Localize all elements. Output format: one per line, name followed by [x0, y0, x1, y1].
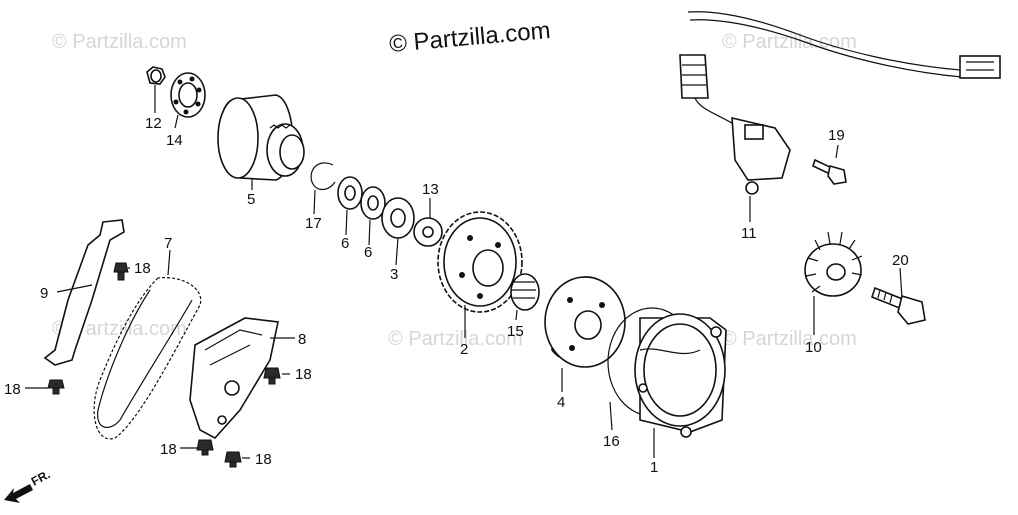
part-18-bolt[interactable] [113, 262, 129, 281]
part-1-stator-cover[interactable] [634, 313, 727, 438]
callout-13: 13 [422, 181, 439, 198]
leader-lines [25, 85, 903, 459]
callout-14: 14 [166, 132, 183, 149]
part-5-starter-clutch[interactable] [217, 94, 305, 181]
part-8-chain-tensioner[interactable] [189, 317, 279, 440]
callout-3: 3 [390, 266, 398, 283]
callout-16: 16 [603, 433, 620, 450]
callout-18b: 18 [295, 366, 312, 383]
part-6-washer[interactable] [360, 186, 386, 220]
callout-18e: 18 [255, 451, 272, 468]
callout-4: 4 [557, 394, 565, 411]
part-7-cam-chain[interactable] [93, 277, 202, 440]
watermark-faint: © Partzilla.com [722, 31, 857, 53]
watermark-faint: © Partzilla.com [52, 318, 187, 340]
part-18-bolt[interactable] [224, 451, 242, 468]
part-20-bolt[interactable] [871, 286, 926, 325]
callout-12: 12 [145, 115, 162, 132]
part-15-needle-bearing[interactable] [510, 273, 540, 311]
callout-8: 8 [298, 331, 306, 348]
callout-7: 7 [164, 235, 172, 252]
callout-19: 19 [828, 127, 845, 144]
watermark-main: © Partzilla.com [388, 17, 551, 58]
callout-2: 2 [460, 341, 468, 358]
callout-17: 17 [305, 215, 322, 232]
callout-5: 5 [247, 191, 255, 208]
callout-9: 9 [40, 285, 48, 302]
part-12-nut[interactable] [146, 66, 166, 85]
watermark-faint: © Partzilla.com [722, 328, 857, 350]
front-arrow-icon [4, 484, 33, 503]
watermark-faint: © Partzilla.com [52, 31, 187, 53]
part-11-pulse-generator[interactable] [679, 11, 1001, 195]
callout-18a: 18 [134, 260, 151, 277]
part-6-washer[interactable] [337, 176, 363, 210]
part-18-bolt[interactable] [47, 379, 65, 395]
part-18-bolt[interactable] [263, 367, 281, 385]
part-3-spacer[interactable] [381, 197, 415, 239]
front-label: FR. [29, 467, 53, 488]
callout-labels: 12 14 5 17 6 6 13 3 7 18 9 8 18 18 18 18… [4, 115, 909, 476]
part-17-snap-ring[interactable] [310, 162, 336, 191]
callout-18c: 18 [4, 381, 21, 398]
part-18-bolt[interactable] [196, 439, 214, 456]
watermark-faint: © Partzilla.com [388, 328, 523, 350]
part-14-bearing[interactable] [170, 72, 206, 118]
part-9-chain-guide[interactable] [43, 219, 125, 366]
callout-15: 15 [507, 323, 524, 340]
part-19-bolt[interactable] [812, 158, 847, 185]
callout-6b: 6 [364, 244, 372, 261]
part-13-washer[interactable] [413, 217, 443, 247]
callout-6a: 6 [341, 235, 349, 252]
callout-1: 1 [650, 459, 658, 476]
callout-11: 11 [741, 225, 757, 242]
callout-18d: 18 [160, 441, 177, 458]
front-direction-indicator: FR. [4, 467, 52, 503]
part-2-driven-gear[interactable] [437, 211, 523, 313]
part-10-pulse-rotor[interactable] [804, 231, 863, 297]
callout-20: 20 [892, 252, 909, 269]
part-4-flywheel[interactable] [544, 276, 626, 368]
callout-10: 10 [805, 339, 822, 356]
